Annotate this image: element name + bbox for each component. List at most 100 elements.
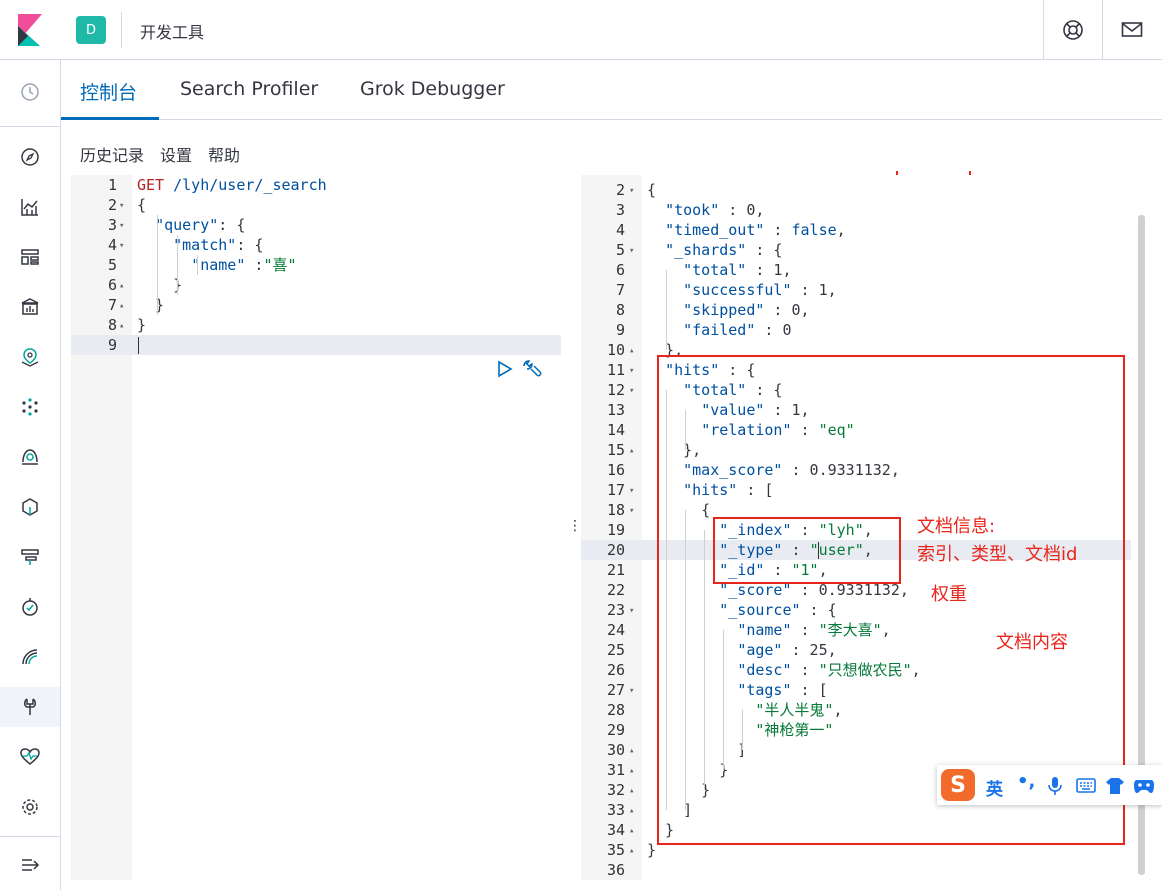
code-text: "failed" : 0 <box>683 321 792 339</box>
request-line[interactable]: 8▴} <box>71 315 561 335</box>
fold-toggle-icon[interactable]: ▾ <box>629 486 635 496</box>
annotation-doc-content: 文档内容 <box>996 632 1068 653</box>
sogou-logo-icon[interactable]: S <box>941 769 975 801</box>
nav-monitoring[interactable] <box>0 737 60 777</box>
code-text: }, <box>647 341 684 359</box>
nav-ml[interactable] <box>0 387 60 427</box>
line-number: 3 <box>615 201 625 219</box>
code-text: { <box>647 181 657 199</box>
ime-toolbar[interactable]: S 英 •, <box>937 765 1162 805</box>
gamepad-icon[interactable] <box>1133 777 1155 795</box>
response-line: 25 "age" : 25, <box>581 640 1146 660</box>
code-text: } <box>647 841 657 859</box>
microphone-icon[interactable] <box>1048 776 1062 796</box>
nav-discover[interactable] <box>0 137 60 177</box>
map-pin-icon <box>21 348 39 367</box>
wrench-settings-icon[interactable] <box>521 358 543 380</box>
help-button[interactable] <box>1043 0 1102 60</box>
request-line[interactable]: 7▴ } <box>71 295 561 315</box>
newsfeed-button[interactable] <box>1102 0 1161 60</box>
response-line: 29 "神枪第一" <box>581 720 1146 740</box>
nav-management[interactable] <box>0 787 60 827</box>
help-link[interactable]: 帮助 <box>208 146 241 165</box>
response-cursor <box>818 542 819 559</box>
response-viewer[interactable]: 2▾{3 "took" : 0,4 "timed_out" : false,5▾… <box>581 171 1146 880</box>
line-number: 20 <box>606 541 625 559</box>
fold-toggle-icon[interactable]: ▾ <box>119 201 125 211</box>
request-line[interactable]: 4▾ "match": { <box>71 235 561 255</box>
request-line[interactable]: 6▴ } <box>71 275 561 295</box>
nav-logs[interactable] <box>0 487 60 527</box>
tab-console[interactable]: 控制台 <box>80 82 138 104</box>
fold-toggle-icon[interactable]: ▴ <box>629 766 635 776</box>
fold-toggle-icon[interactable]: ▾ <box>629 246 635 256</box>
uptime-icon <box>22 598 38 616</box>
nav-maps[interactable] <box>0 337 60 377</box>
fold-toggle-icon[interactable]: ▴ <box>629 826 635 836</box>
tab-search-profiler[interactable]: Search Profiler <box>180 78 319 100</box>
line-number: 32 <box>606 781 625 799</box>
fold-toggle-icon[interactable]: ▴ <box>629 806 635 816</box>
fold-toggle-icon[interactable]: ▴ <box>119 281 125 291</box>
nav-siem[interactable] <box>0 637 60 677</box>
request-line[interactable]: 3▾ "query": { <box>71 215 561 235</box>
punctuation-icon[interactable]: •, <box>1017 771 1036 792</box>
text-cursor <box>138 337 139 354</box>
play-icon[interactable] <box>497 360 513 378</box>
code-text: "_shards" : { <box>665 241 783 259</box>
fold-toggle-icon[interactable]: ▾ <box>629 686 635 696</box>
fold-toggle-icon[interactable]: ▴ <box>629 446 635 456</box>
space-avatar[interactable]: D <box>76 16 106 44</box>
fold-toggle-icon[interactable]: ▾ <box>629 366 635 376</box>
fold-toggle-icon[interactable]: ▾ <box>629 506 635 516</box>
nav-recent[interactable] <box>0 72 60 112</box>
response-scrollbar[interactable] <box>1138 215 1145 875</box>
fold-toggle-icon[interactable]: ▾ <box>629 186 635 196</box>
fold-toggle-icon[interactable]: ▴ <box>629 846 635 856</box>
code-text: "skipped" : 0, <box>683 301 810 319</box>
request-line[interactable]: 5 "name" :"喜" <box>71 255 561 275</box>
resizer-handle-icon[interactable]: ⋮ <box>568 518 582 534</box>
fold-toggle-icon[interactable]: ▴ <box>629 346 635 356</box>
fold-toggle-icon[interactable]: ▾ <box>629 386 635 396</box>
line-number: 26 <box>606 661 625 679</box>
fold-toggle-icon[interactable]: ▾ <box>119 221 125 231</box>
code-text: "半人半鬼", <box>755 701 843 719</box>
code-text: "value" : 1, <box>701 401 810 419</box>
nav-collapse[interactable] <box>0 845 60 885</box>
nav-visualize[interactable] <box>0 187 60 227</box>
response-gutter <box>581 175 642 880</box>
nav-dashboard[interactable] <box>0 237 60 277</box>
kibana-logo-icon[interactable] <box>14 14 44 46</box>
skin-shirt-icon[interactable] <box>1105 777 1125 795</box>
nav-infrastructure[interactable] <box>0 437 60 477</box>
keyboard-icon[interactable] <box>1076 778 1096 794</box>
fold-toggle-icon[interactable]: ▴ <box>119 321 125 331</box>
compass-icon <box>21 148 39 166</box>
request-line[interactable]: 9 <box>71 335 561 355</box>
fold-toggle-icon[interactable]: ▴ <box>629 786 635 796</box>
wrench-icon <box>24 698 36 715</box>
ime-language-toggle[interactable]: 英 <box>986 780 1003 800</box>
nav-canvas[interactable] <box>0 287 60 327</box>
nav-dev-tools[interactable] <box>0 687 60 727</box>
nav-apm[interactable] <box>0 537 60 577</box>
tab-grok-debugger[interactable]: Grok Debugger <box>360 78 505 100</box>
chart-icon <box>21 199 38 216</box>
settings-link[interactable]: 设置 <box>160 146 193 165</box>
apm-icon <box>21 549 39 565</box>
fold-toggle-icon[interactable]: ▾ <box>119 241 125 251</box>
history-link[interactable]: 历史记录 <box>80 146 145 165</box>
code-text: } <box>137 316 147 334</box>
fold-toggle-icon[interactable]: ▴ <box>629 746 635 756</box>
line-number: 7 <box>615 281 625 299</box>
fold-toggle-icon[interactable]: ▴ <box>119 301 125 311</box>
request-line[interactable]: 2▾{ <box>71 195 561 215</box>
nav-uptime[interactable] <box>0 587 60 627</box>
code-text: "age" : 25, <box>737 641 837 659</box>
fold-toggle-icon[interactable]: ▾ <box>629 606 635 616</box>
code-text: "_score" : 0.9331132, <box>719 581 909 599</box>
line-number: 16 <box>606 461 625 479</box>
